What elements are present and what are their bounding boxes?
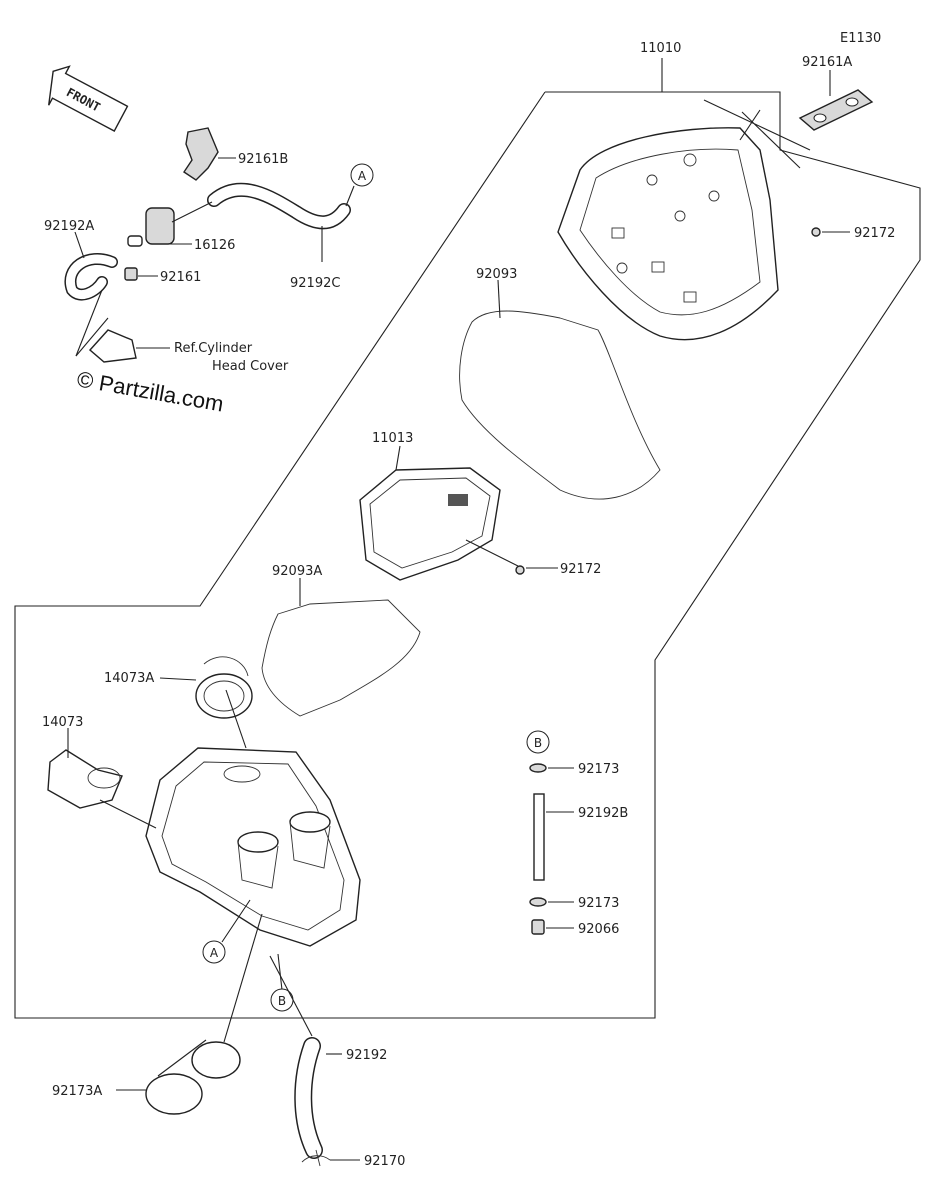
hose-92192C [171,182,351,262]
part-label-92192[interactable]: 92192 [346,1048,387,1063]
diagram-code: E1130 [840,31,881,46]
watermark: © Partzilla.com [75,366,225,416]
marker-b-bottom-label: B [278,994,286,1008]
part-label-92173-bottom[interactable]: 92173 [578,896,619,911]
gasket-92093A [261,599,421,717]
hose-92192 [269,955,342,1159]
part-label-92192A[interactable]: 92192A [44,219,94,234]
plate-92161A [798,70,874,131]
reference-note-line1: Ref.Cylinder [174,341,253,356]
bolt-92172-mid [465,539,558,575]
part-label-92170[interactable]: 92170 [364,1154,405,1169]
front-arrow: FRONT [48,65,129,132]
part-label-92172-top[interactable]: 92172 [854,226,895,241]
part-label-92093[interactable]: 92093 [476,267,517,282]
part-label-11013[interactable]: 11013 [372,431,413,446]
valve-16126 [127,207,192,247]
part-label-14073A[interactable]: 14073A [104,671,154,686]
plug-92066 [531,919,574,935]
marker-a-top [350,163,374,187]
duct-14073 [47,728,123,809]
reference-note-line2: Head Cover [212,359,289,374]
upper-case-11010 [557,99,811,341]
duct-14073A [159,656,253,719]
marker-a-bottom [202,940,226,964]
bracket-92161B [183,127,236,181]
marker-a-bottom-label: A [210,946,219,960]
part-label-92173A[interactable]: 92173A [52,1084,102,1099]
part-label-92192C[interactable]: 92192C [290,276,340,291]
part-label-92093A[interactable]: 92093A [272,564,322,579]
lower-case [99,689,361,947]
gasket-92093 [459,310,661,500]
clip-92170 [301,1149,360,1167]
marker-b-right [526,730,550,754]
assembly-boundary [14,91,921,1019]
part-label-92172-mid[interactable]: 92172 [560,562,601,577]
clamps-92173A [116,913,263,1115]
part-label-11010[interactable]: 11010 [640,41,681,56]
marker-a-top-label: A [358,169,367,183]
bolt-92172-top [811,227,850,237]
part-label-92161[interactable]: 92161 [160,270,201,285]
grommet-92161 [124,267,158,281]
hose-92192A [64,231,118,301]
part-label-92066[interactable]: 92066 [578,922,619,937]
part-label-16126[interactable]: 16126 [194,238,235,253]
hose-92192B [533,793,574,881]
part-label-14073[interactable]: 14073 [42,715,83,730]
part-label-92161B[interactable]: 92161B [238,152,288,167]
cylinder-head-fitting [75,289,170,363]
clamp-92173-bottom [529,897,574,907]
clamp-92173-top [529,763,574,773]
element-11013 [359,445,501,581]
part-label-92161A[interactable]: 92161A [802,55,852,70]
part-label-92192B[interactable]: 92192B [578,806,628,821]
part-label-92173-top[interactable]: 92173 [578,762,619,777]
marker-b-right-label: B [534,736,542,750]
